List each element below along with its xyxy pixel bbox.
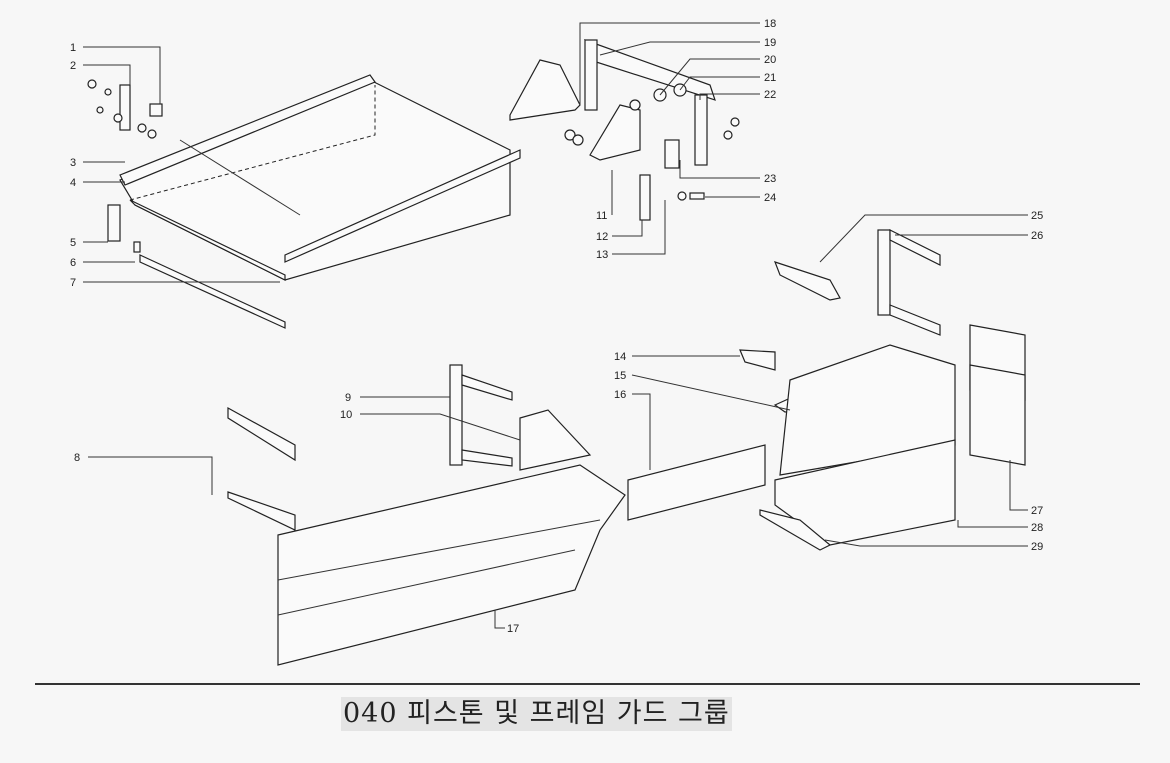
frame-guards: [227, 324, 1026, 666]
callout-23: 23: [764, 173, 776, 185]
callout-7: 7: [70, 277, 76, 289]
callout-20: 20: [764, 54, 776, 66]
piston-guard-cover: [119, 74, 521, 281]
callout-26: 26: [1031, 230, 1043, 242]
callout-21: 21: [764, 72, 776, 84]
callout-29: 29: [1031, 541, 1043, 553]
callout-27: 27: [1031, 505, 1043, 517]
callout-17: 17: [507, 623, 519, 635]
callout-6: 6: [70, 257, 76, 269]
callout-9: 9: [345, 392, 351, 404]
callout-28: 28: [1031, 522, 1043, 534]
callout-5: 5: [70, 237, 76, 249]
callout-1: 1: [70, 42, 76, 54]
callout-3: 3: [70, 157, 76, 169]
shock-bracket-assembly: [509, 39, 740, 221]
callout-22: 22: [764, 89, 776, 101]
callout-15: 15: [614, 370, 626, 382]
callout-10: 10: [340, 409, 352, 421]
callout-24: 24: [764, 192, 776, 204]
callout-19: 19: [764, 37, 776, 49]
callout-12: 12: [596, 231, 608, 243]
callout-2: 2: [70, 60, 76, 72]
callout-11: 11: [596, 210, 607, 222]
callout-18: 18: [764, 18, 776, 30]
callout-25: 25: [1031, 210, 1043, 222]
callout-13: 13: [596, 249, 608, 261]
callout-16: 16: [614, 389, 626, 401]
small-hardware: [87, 79, 286, 329]
callout-8: 8: [74, 452, 80, 464]
callout-labels: 1 2 3 4 5 6 7 8 9 10 11 12 13 14 15 16 1…: [70, 18, 1043, 635]
callout-14: 14: [614, 351, 626, 363]
diagram-title: 040 피스톤 및 프레임 가드 그룹: [341, 697, 732, 731]
divider-line: [35, 683, 1140, 685]
frame-brackets: [773, 229, 941, 336]
callout-4: 4: [70, 177, 76, 189]
leader-lines: [83, 22, 1028, 629]
